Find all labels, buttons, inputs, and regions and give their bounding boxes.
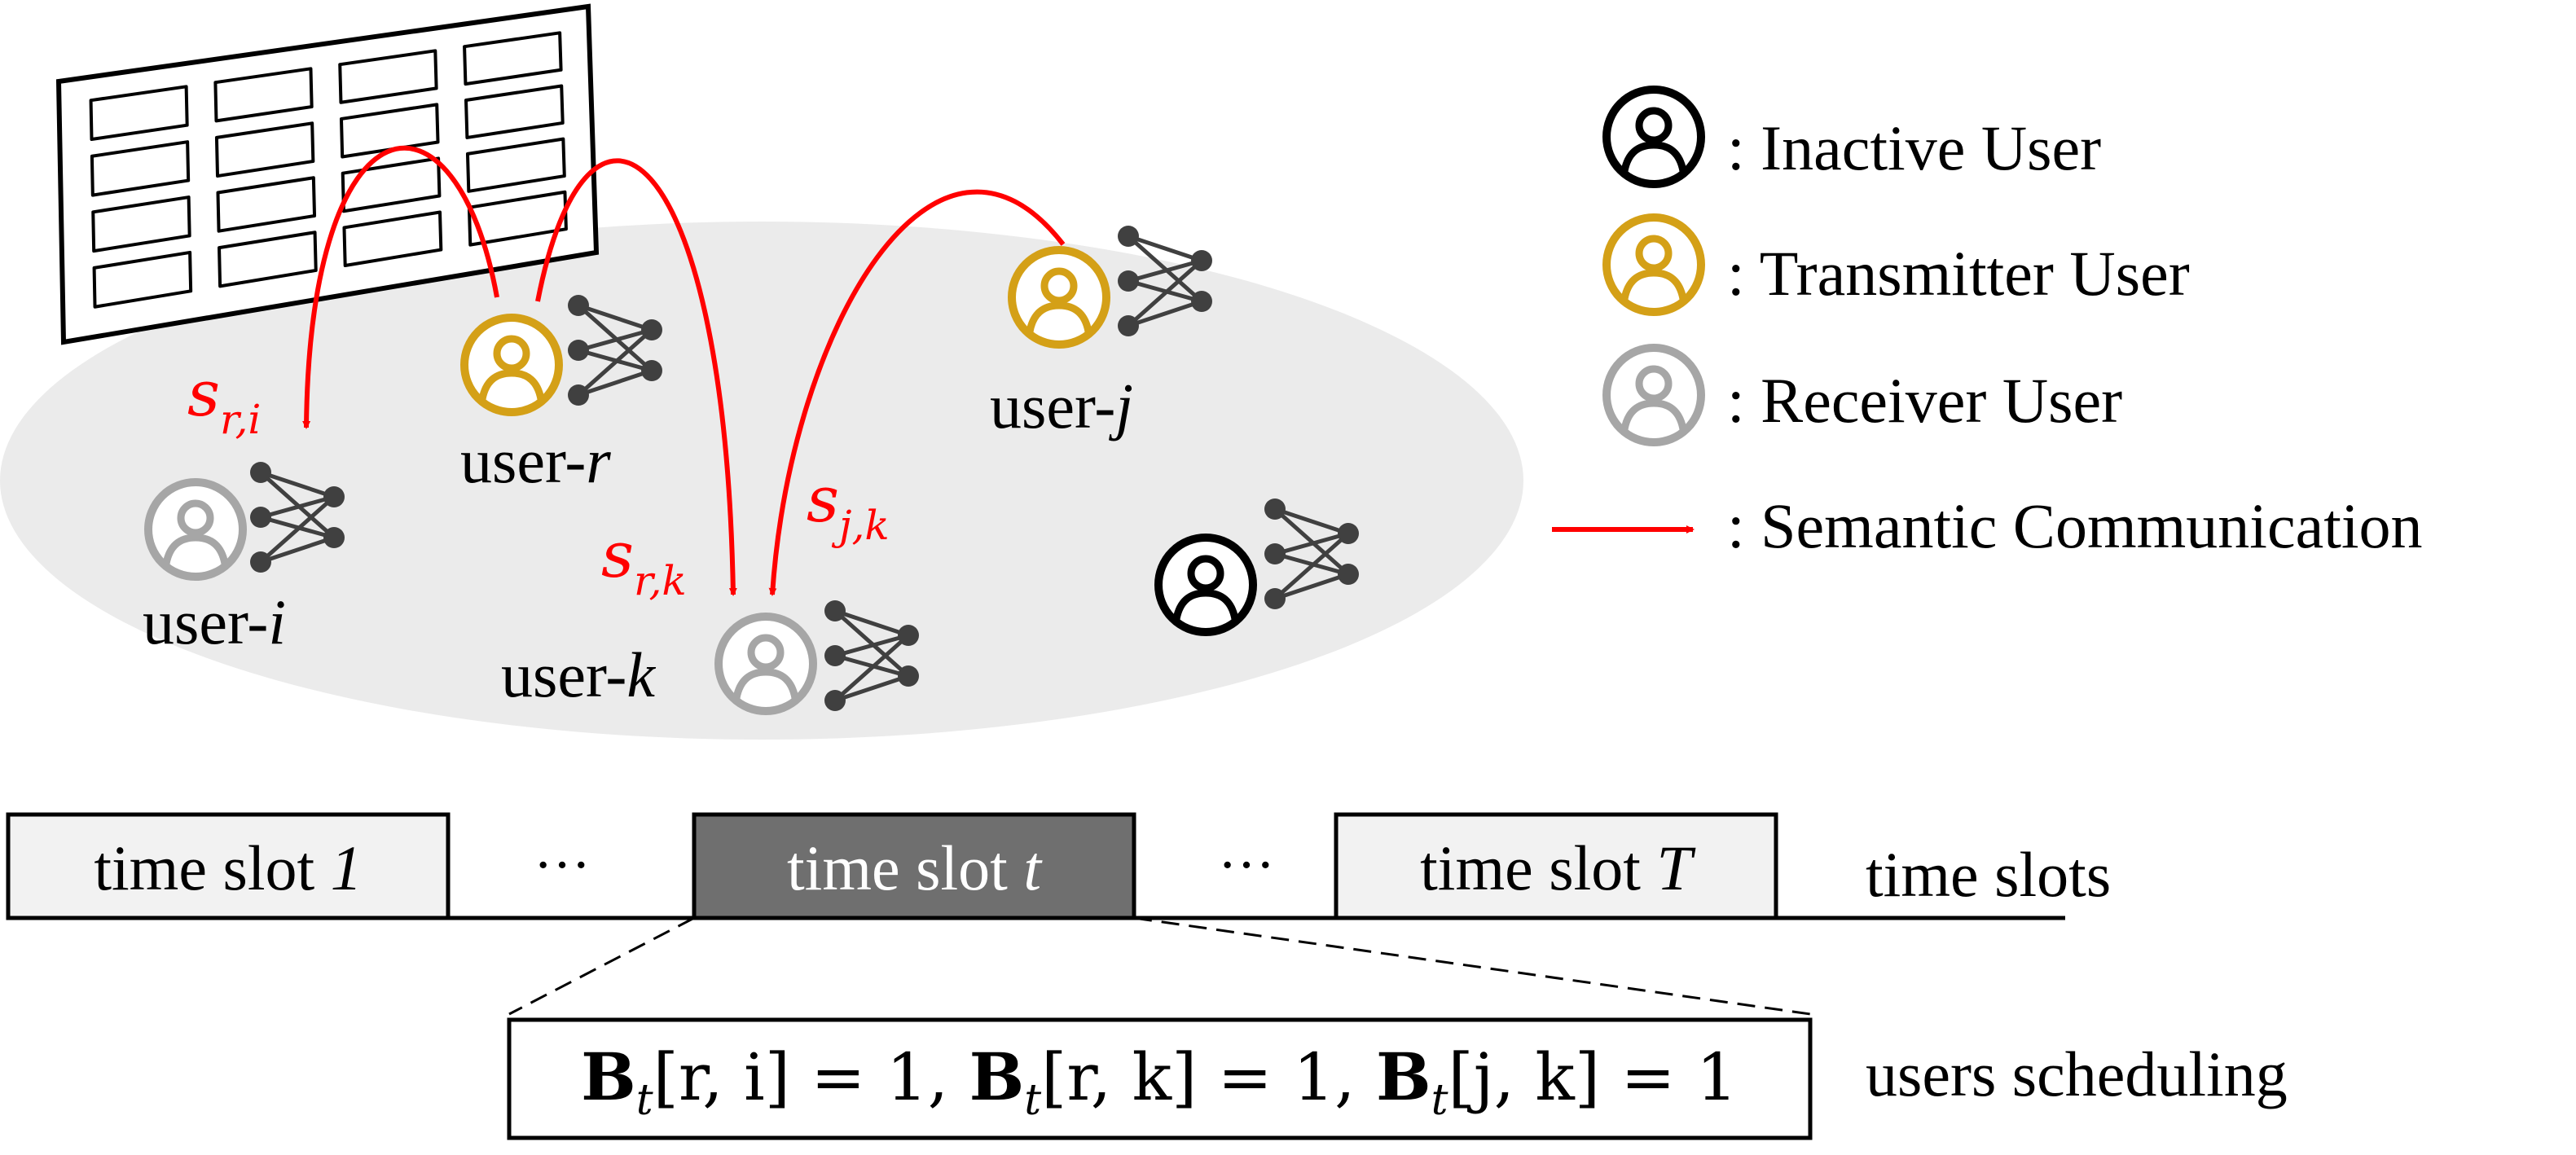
- link-label-r-k: sr,k: [601, 519, 687, 604]
- server-panel-cell: [92, 250, 193, 309]
- legend-inactive-label: : Inactive User: [1727, 112, 2101, 183]
- server-panel-cell: [213, 67, 314, 123]
- users-scheduling-label: users scheduling: [1866, 1039, 2288, 1109]
- inactive-user-icon: [1158, 538, 1253, 632]
- link-label-r-i: sr,i: [187, 358, 261, 443]
- link-label-j-k: sj,k: [807, 463, 890, 549]
- server-panel: [55, 3, 600, 345]
- zoom-line-right: [1133, 916, 1811, 1016]
- server-panel-cell: [214, 121, 315, 178]
- user-r-label: user-r: [460, 425, 611, 496]
- timeline-ellipsis-1: ···: [534, 834, 591, 897]
- legend-semantic-label: : Semantic Communication: [1727, 490, 2423, 561]
- legend-receiver-label: : Receiver User: [1727, 365, 2122, 436]
- server-panel-cell: [338, 49, 438, 104]
- timeline: time slot 1 ··· time slot t ··· time slo…: [6, 812, 2111, 920]
- user-r-icon: [464, 318, 559, 412]
- legend-transmitter-label: : Transmitter User: [1727, 238, 2190, 309]
- legend: : Inactive User : Transmitter User : Rec…: [1552, 90, 2423, 561]
- scheduling-box: [507, 1017, 1813, 1140]
- server-panel-cell: [339, 103, 440, 159]
- scheduling-equation: Bt[r, i] = 1, Bt[r, k] = 1, Bt[j, k] = 1: [581, 1039, 1738, 1125]
- server-panel-cell: [90, 140, 191, 197]
- server-panel-cell: [91, 195, 191, 253]
- coverage-area: [0, 222, 1523, 740]
- legend-inactive-icon: [1607, 90, 1701, 184]
- legend-receiver-icon: [1607, 348, 1701, 442]
- time-slot-t-label: time slot t: [787, 832, 1043, 903]
- user-i-icon: [148, 482, 243, 577]
- server-panel-cell: [342, 210, 443, 267]
- server-panel-cell: [216, 176, 317, 233]
- time-slots-label: time slots: [1866, 839, 2111, 910]
- server-panel-cell: [463, 31, 563, 86]
- legend-transmitter-icon: [1607, 217, 1701, 312]
- time-slot-t: [692, 812, 1136, 920]
- timeline-ellipsis-2: ···: [1218, 834, 1275, 897]
- user-j-label: user-j: [990, 371, 1133, 441]
- link-r-i-arrow: [302, 145, 499, 429]
- time-slot-T-label: time slot T: [1420, 832, 1695, 903]
- user-k-label: user-k: [501, 639, 656, 710]
- zoom-line-left: [508, 916, 695, 1016]
- server-panel-cell: [218, 231, 318, 288]
- server-panel-cell: [89, 85, 189, 142]
- link-r-k-arrow: [535, 158, 737, 596]
- server-panel-cell: [467, 190, 568, 247]
- user-j-icon: [1012, 250, 1106, 345]
- time-slot-1-label: time slot 1: [94, 832, 362, 903]
- server-panel-cell: [464, 84, 565, 139]
- time-slot-T: [1334, 812, 1778, 920]
- user-i-label: user-i: [143, 586, 286, 657]
- server-panel-cell: [465, 137, 566, 193]
- user-k-icon: [719, 617, 813, 711]
- link-j-k-arrow: [768, 189, 1066, 596]
- time-slot-1: [6, 812, 451, 920]
